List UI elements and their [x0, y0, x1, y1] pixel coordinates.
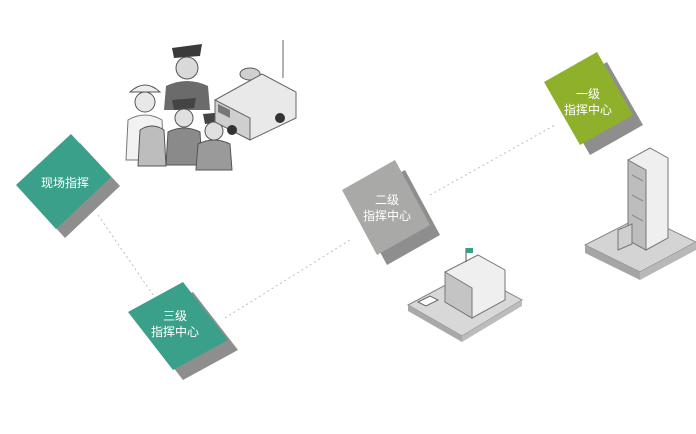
- node-level2: [342, 160, 440, 265]
- node-face: [128, 282, 228, 370]
- node-face: [16, 134, 111, 229]
- office-building-icon: [406, 248, 524, 342]
- node-scene: [16, 134, 120, 238]
- police-team-icon: [125, 44, 233, 171]
- skyscraper-icon: [583, 147, 696, 280]
- connector-scene-level3: [97, 214, 161, 306]
- node-face: [342, 160, 430, 255]
- node-face: [544, 52, 633, 145]
- node-level3: [128, 282, 238, 380]
- connectors: [97, 124, 556, 319]
- command-vehicle-icon: [214, 40, 297, 141]
- node-level1: [544, 52, 643, 155]
- connector-level3-level2: [224, 239, 351, 319]
- connector-level2-level1: [429, 124, 556, 196]
